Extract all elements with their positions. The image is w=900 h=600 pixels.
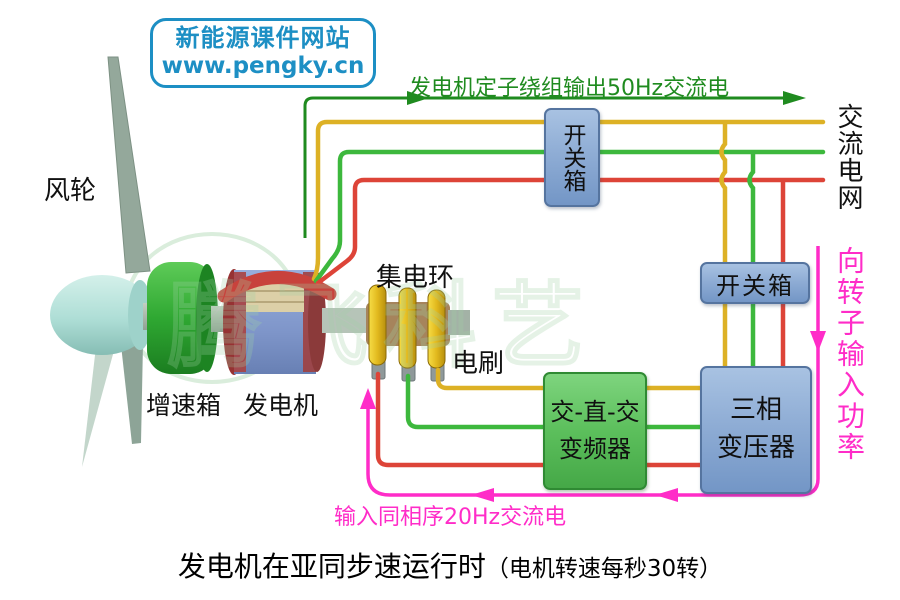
stator-output-line bbox=[303, 96, 801, 238]
switch-box-top: 开关箱 bbox=[544, 108, 600, 207]
rotor-wires bbox=[375, 367, 548, 468]
shaft-end-stub bbox=[448, 310, 470, 335]
converter-line2: 变频器 bbox=[559, 435, 631, 463]
transformer-line1: 三相 bbox=[729, 395, 782, 426]
wind-wheel-label: 风轮 bbox=[44, 176, 97, 206]
rotor-power-arrow-up bbox=[360, 388, 376, 409]
hub-nose-cone bbox=[50, 275, 154, 355]
rotor-power-arrow-left-2 bbox=[471, 488, 494, 502]
site-logo-name: 新能源课件网站 bbox=[175, 24, 351, 52]
gearbox-cylinder bbox=[147, 262, 218, 374]
brush-label: 电刷 bbox=[452, 349, 505, 379]
stator-output-label: 发电机定子绕组输出50Hz交流电 bbox=[409, 76, 730, 101]
rotor-power-arrow-left-1 bbox=[655, 488, 678, 502]
slip-ring-label: 集电环 bbox=[376, 263, 455, 293]
stator-arrowhead-mid bbox=[407, 91, 429, 105]
transformer-line2: 变压器 bbox=[716, 433, 795, 463]
diagram-title-main: 发电机在亚同步速运行时 bbox=[177, 550, 486, 583]
stator-arrowhead-end bbox=[783, 91, 806, 105]
converter-transformer-wires bbox=[641, 385, 702, 468]
gearbox-label: 增速箱 bbox=[146, 391, 222, 420]
generator-body bbox=[217, 269, 337, 375]
slip-rings bbox=[368, 284, 446, 369]
switch-box-right: 开关箱 bbox=[700, 262, 810, 304]
converter-box: 交-直-交 变频器 bbox=[543, 372, 647, 490]
grid-branch-wires bbox=[719, 121, 786, 371]
rotor-input-label: 输入同相序20Hz交流电 bbox=[334, 505, 567, 530]
rotor-power-line bbox=[366, 246, 820, 497]
ac-grid-label: 交流电网 bbox=[833, 103, 863, 211]
rotor-power-arrow-down bbox=[810, 331, 826, 352]
stator-wires bbox=[311, 119, 826, 286]
diagram-title: 发电机在亚同步速运行时（电机转速每秒30转） bbox=[0, 545, 900, 585]
site-logo-url: www.pengky.cn bbox=[161, 52, 365, 79]
rotor-shaft bbox=[322, 308, 372, 333]
site-logo: 新能源课件网站 www.pengky.cn bbox=[150, 18, 376, 89]
generator-label: 发电机 bbox=[243, 391, 319, 420]
rotor-power-label: 向转子输入功率 bbox=[833, 246, 866, 463]
transformer-box: 三相 变压器 bbox=[700, 366, 812, 494]
wind-wheel-blades bbox=[82, 56, 151, 467]
diagram-title-paren: （电机转速每秒30转） bbox=[485, 556, 723, 582]
converter-line1: 交-直-交 bbox=[550, 397, 640, 426]
